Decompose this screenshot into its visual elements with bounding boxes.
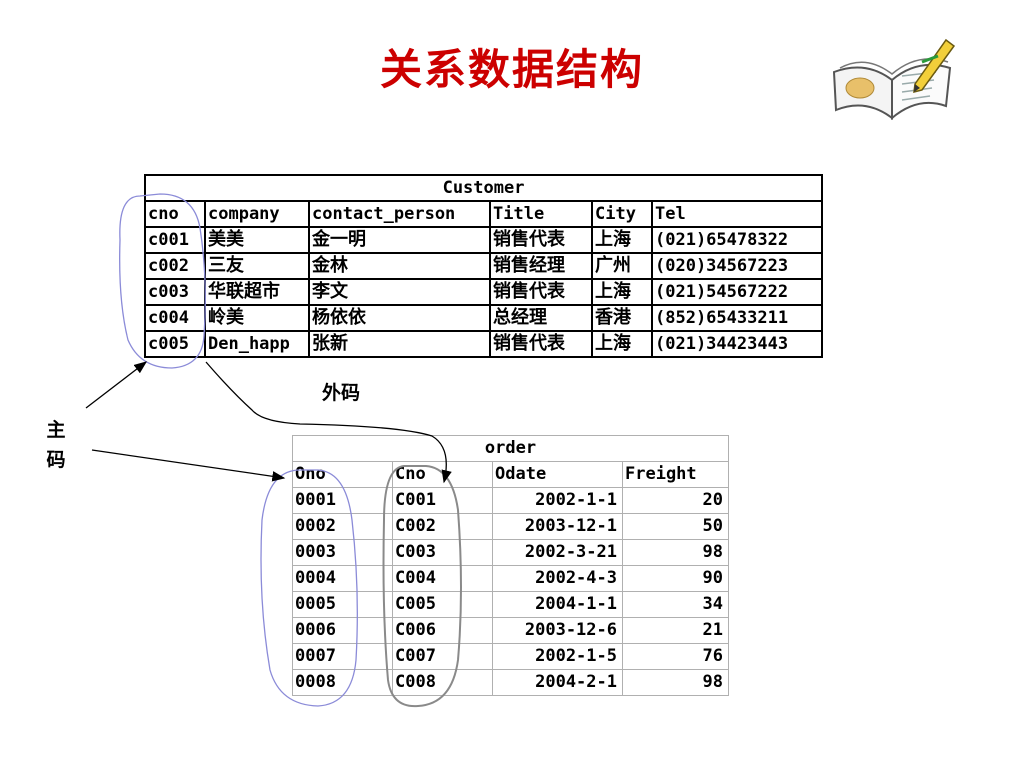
table-cell: 上海: [591, 226, 653, 254]
table-cell: 广州: [591, 252, 653, 280]
table-cell: 0002: [292, 513, 393, 540]
table-cell: 90: [622, 565, 729, 592]
table-cell: (021)54567222: [650, 278, 824, 306]
column-header: contact_person: [308, 200, 491, 228]
table-cell: 2002-1-5: [492, 643, 623, 670]
table-cell: 0006: [292, 617, 393, 644]
pk-arrow-customer: [85, 361, 148, 409]
table-cell: C008: [392, 669, 493, 696]
primary-key-label-line: 码: [46, 449, 66, 471]
foreign-key-label: 外码: [322, 382, 361, 404]
table-cell: c003: [144, 278, 206, 306]
table-cell: 76: [622, 643, 729, 670]
table-cell: 2004-1-1: [492, 591, 623, 618]
table-cell: 销售经理: [489, 252, 593, 280]
order-header-row: Ono Cno Odate Freight: [292, 461, 729, 488]
table-cell: C001: [392, 487, 493, 514]
table-row: 0008 C008 2004-2-1 98: [292, 669, 729, 696]
table-cell: 李文: [308, 278, 491, 306]
table-cell: C007: [392, 643, 493, 670]
customer-header-row: cno company contact_person Title City Te…: [144, 200, 824, 228]
table-cell: 销售代表: [489, 330, 593, 358]
table-cell: 0001: [292, 487, 393, 514]
table-cell: 0004: [292, 565, 393, 592]
table-cell: 金一明: [308, 226, 491, 254]
table-cell: c001: [144, 226, 206, 254]
table-cell: 2003-12-6: [492, 617, 623, 644]
table-cell: 上海: [591, 278, 653, 306]
column-header: Cno: [392, 461, 493, 488]
table-cell: (020)34567223: [650, 252, 824, 280]
table-cell: 2004-2-1: [492, 669, 623, 696]
table-cell: 2002-4-3: [492, 565, 623, 592]
table-cell: 销售代表: [489, 278, 593, 306]
table-cell: Den_happ: [204, 330, 310, 358]
table-cell: 34: [622, 591, 729, 618]
table-row: 0007 C007 2002-1-5 76: [292, 643, 729, 670]
table-cell: 98: [622, 539, 729, 566]
column-header: City: [591, 200, 653, 228]
customer-table-caption: Customer: [143, 174, 824, 202]
table-row: 0001 C001 2002-1-1 20: [292, 487, 729, 514]
table-cell: c005: [144, 330, 206, 358]
column-header: Title: [489, 200, 593, 228]
table-cell: c004: [144, 304, 206, 332]
table-cell: 0003: [292, 539, 393, 566]
table-cell: 美美: [204, 226, 310, 254]
table-cell: 上海: [591, 330, 653, 358]
table-cell: 0008: [292, 669, 393, 696]
table-cell: 21: [622, 617, 729, 644]
table-cell: 50: [622, 513, 729, 540]
table-cell: 三友: [204, 252, 310, 280]
table-cell: C005: [392, 591, 493, 618]
column-header: company: [204, 200, 310, 228]
table-row: c002 三友 金林 销售经理 广州 (020)34567223: [144, 252, 824, 280]
table-cell: 20: [622, 487, 729, 514]
table-row: c005 Den_happ 张新 销售代表 上海 (021)34423443: [144, 330, 824, 358]
order-table: order Ono Cno Odate Freight 0001 C001 20…: [292, 435, 729, 696]
primary-key-label-line: 主: [46, 419, 66, 441]
table-cell: 总经理: [489, 304, 593, 332]
table-cell: 华联超市: [204, 278, 310, 306]
column-header: Ono: [292, 461, 393, 488]
table-row: c001 美美 金一明 销售代表 上海 (021)65478322: [144, 226, 824, 254]
table-cell: 杨依依: [308, 304, 491, 332]
table-row: c004 岭美 杨依依 总经理 香港 (852)65433211: [144, 304, 824, 332]
table-cell: 2002-3-21: [492, 539, 623, 566]
table-cell: 0007: [292, 643, 393, 670]
table-cell: 销售代表: [489, 226, 593, 254]
table-row: 0004 C004 2002-4-3 90: [292, 565, 729, 592]
table-cell: 香港: [591, 304, 653, 332]
table-cell: (021)34423443: [650, 330, 824, 358]
table-cell: C006: [392, 617, 493, 644]
table-cell: 金林: [308, 252, 491, 280]
table-cell: 张新: [308, 330, 491, 358]
slide-title: 关系数据结构: [379, 45, 644, 94]
pk-arrow-order: [91, 449, 286, 482]
column-header: Tel: [650, 200, 824, 228]
table-cell: 2002-1-1: [492, 487, 623, 514]
table-cell: C004: [392, 565, 493, 592]
table-cell: 0005: [292, 591, 393, 618]
table-cell: C003: [392, 539, 493, 566]
table-row: 0002 C002 2003-12-1 50: [292, 513, 729, 540]
column-header: Odate: [492, 461, 623, 488]
column-header: cno: [144, 200, 206, 228]
table-cell: 2003-12-1: [492, 513, 623, 540]
table-cell: 岭美: [204, 304, 310, 332]
table-row: 0005 C005 2004-1-1 34: [292, 591, 729, 618]
order-table-caption: order: [292, 435, 729, 462]
table-cell: (021)65478322: [650, 226, 824, 254]
table-row: c003 华联超市 李文 销售代表 上海 (021)54567222: [144, 278, 824, 306]
customer-table: Customer cno company contact_person Titl…: [143, 174, 824, 358]
table-cell: (852)65433211: [650, 304, 824, 332]
open-book-pen-icon: [832, 38, 956, 121]
table-cell: 98: [622, 669, 729, 696]
table-cell: c002: [144, 252, 206, 280]
column-header: Freight: [622, 461, 729, 488]
table-row: 0006 C006 2003-12-6 21: [292, 617, 729, 644]
table-cell: C002: [392, 513, 493, 540]
table-row: 0003 C003 2002-3-21 98: [292, 539, 729, 566]
primary-key-label: 主 码: [44, 415, 68, 475]
